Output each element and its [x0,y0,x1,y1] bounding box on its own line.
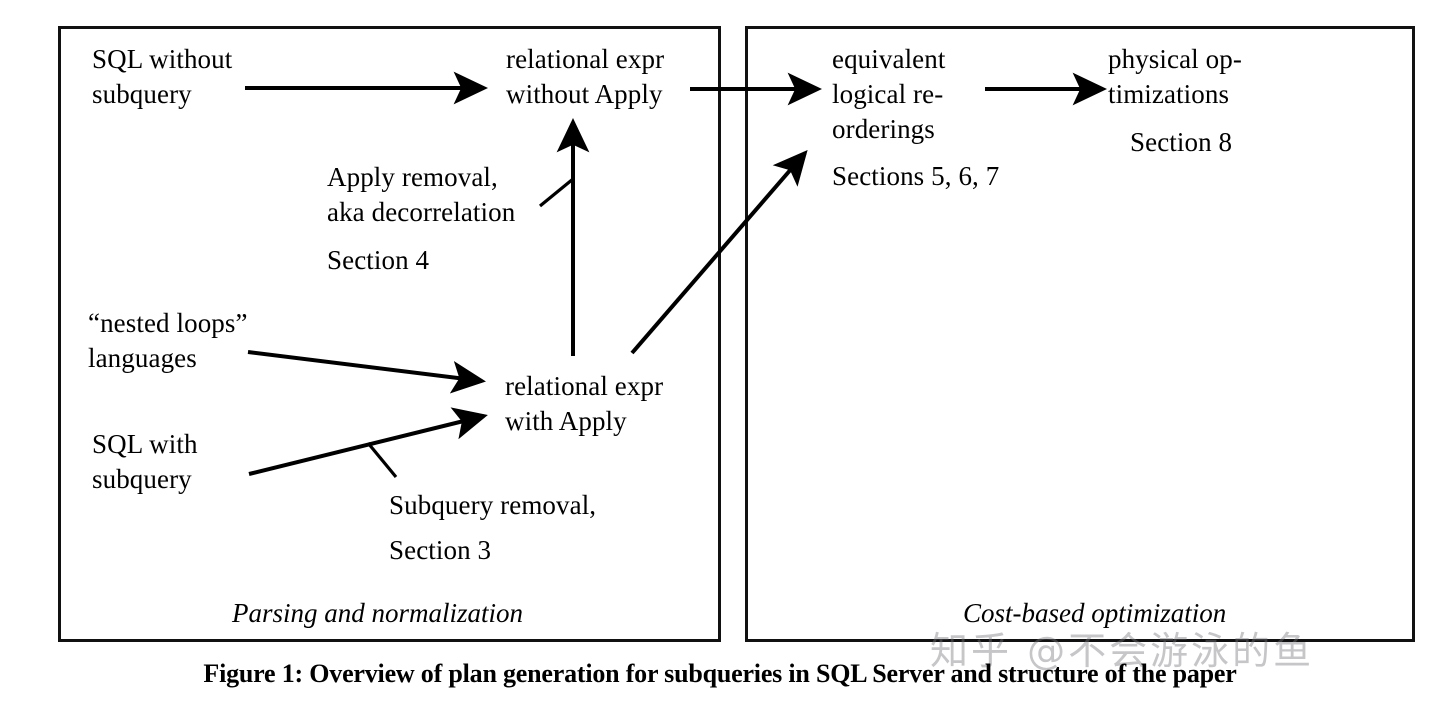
node-physical-optimizations-section: Section 8 [1130,127,1233,157]
node-sql-with-subquery: SQL with subquery [92,429,198,494]
node-relational-expr-with-apply: relational expr with Apply [505,371,664,436]
node-relational-expr-without-apply: relational expr without Apply [506,44,665,109]
watermark: 知乎 @不会游泳的鱼 [930,629,1315,673]
node-equivalent-logical-sections: Sections 5, 6, 7 [832,161,1000,191]
edge-label-subquery-removal: Subquery removal, [389,490,597,520]
edge-label-apply-removal: Apply removal, aka decorrelation [327,162,516,227]
node-nested-loops-languages: “nested loops” languages [88,308,248,373]
panel-caption-parsing-and-normalization: Parsing and normalization [232,598,524,628]
edge-label-apply-removal-section: Section 4 [327,245,430,275]
edge-label-subquery-removal-section: Section 3 [389,535,492,565]
node-equivalent-logical-reorderings: equivalent logical re- orderings [832,44,946,144]
node-physical-optimizations: physical op- timizations [1108,44,1242,109]
node-sql-without-subquery: SQL without subquery [92,44,233,109]
panel-caption-cost-based-optimization: Cost-based optimization [963,598,1227,628]
figure-caption: Figure 1: Overview of plan generation fo… [203,659,1237,688]
